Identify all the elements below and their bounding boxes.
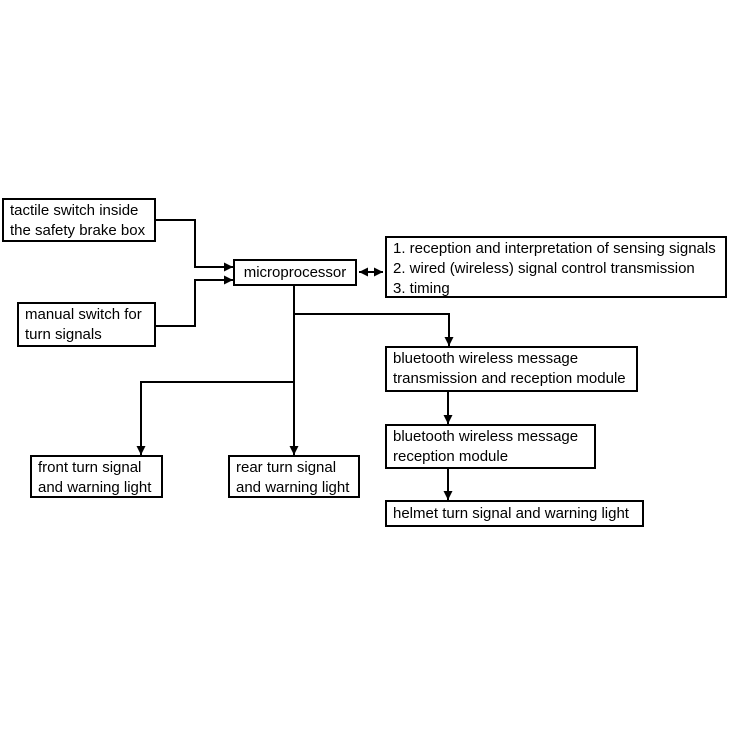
- node-text: and warning light: [38, 479, 152, 496]
- node-text: front turn signal: [38, 459, 142, 476]
- connector-tactile-to-microprocessor: [156, 219, 233, 272]
- node-bluetooth-reception-module: bluetooth wireless message reception mod…: [385, 424, 596, 469]
- node-text: helmet turn signal and warning light: [393, 505, 629, 522]
- node-bluetooth-transmission-module: bluetooth wireless message transmission …: [385, 346, 638, 392]
- node-text: and warning light: [236, 479, 350, 496]
- connector-microprocessor-to-front: [136, 381, 294, 455]
- node-text: bluetooth wireless message: [393, 350, 579, 367]
- node-text: 1. reception and interpretation of sensi…: [393, 240, 716, 257]
- node-text: rear turn signal: [236, 459, 337, 476]
- node-text: reception module: [393, 448, 509, 465]
- node-functions-list: 1. reception and interpretation of sensi…: [385, 236, 727, 298]
- node-microprocessor: microprocessor: [233, 259, 357, 286]
- node-tactile-switch: tactile switch inside the safety brake b…: [2, 198, 156, 242]
- node-front-turn-signal: front turn signal and warning light: [30, 455, 163, 498]
- node-rear-turn-signal: rear turn signal and warning light: [228, 455, 360, 498]
- node-text: bluetooth wireless message: [393, 428, 579, 445]
- node-text: microprocessor: [243, 263, 347, 281]
- node-manual-switch: manual switch for turn signals: [17, 302, 156, 347]
- node-text: tactile switch inside: [10, 202, 139, 219]
- connector-microprocessor-to-bt-transmission: [294, 313, 454, 346]
- node-text: turn signals: [25, 326, 102, 343]
- node-text: the safety brake box: [10, 222, 146, 239]
- node-text: manual switch for: [25, 306, 142, 323]
- connector-manual-to-microprocessor: [156, 275, 233, 327]
- node-helmet-light: helmet turn signal and warning light: [385, 500, 644, 527]
- node-text: transmission and reception module: [393, 370, 626, 387]
- node-text: 2. wired (wireless) signal control trans…: [393, 260, 695, 277]
- node-text: 3. timing: [393, 280, 450, 297]
